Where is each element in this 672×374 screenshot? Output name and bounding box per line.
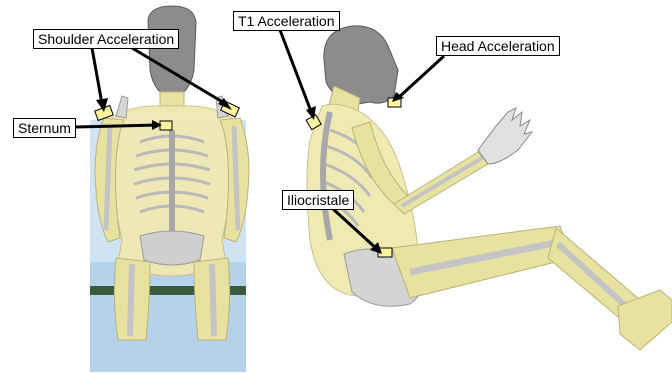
- sensor-sternum: [160, 121, 172, 130]
- leader-sternum: [76, 125, 158, 127]
- side-forearm-bone: [402, 158, 482, 206]
- shoulder-acceleration-label: Shoulder Acceleration: [33, 29, 179, 49]
- side-view-dummy: [306, 26, 672, 350]
- side-tibia: [558, 244, 630, 310]
- front-right-femur: [212, 264, 214, 336]
- iliocristale-label: Iliocristale: [282, 190, 354, 210]
- side-hand: [478, 108, 532, 164]
- side-thigh: [392, 226, 572, 298]
- sternum-label: Sternum: [13, 118, 76, 138]
- leader-head: [398, 56, 444, 98]
- leader-shoulder-left: [92, 48, 102, 104]
- front-head: [148, 6, 196, 98]
- head-acceleration-label: Head Acceleration: [436, 36, 560, 56]
- t1-acceleration-label: T1 Acceleration: [233, 11, 340, 31]
- front-left-hand: [116, 96, 128, 118]
- leader-t1: [280, 30, 312, 114]
- front-view-dummy: [90, 6, 249, 372]
- front-left-femur: [130, 264, 132, 336]
- front-pelvis: [140, 231, 204, 265]
